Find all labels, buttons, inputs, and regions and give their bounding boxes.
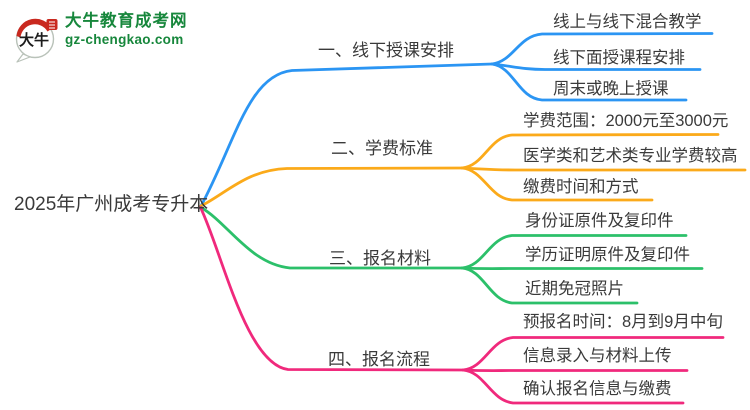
subtopic-offline-course-schedule: 线下面授课程安排	[553, 49, 685, 67]
site-url: gz-chengkao.com	[65, 32, 184, 48]
subtopic-recent-photo: 近期免冠照片	[525, 280, 624, 298]
subtopic-diploma-copy: 学历证明原件及复印件	[525, 246, 690, 264]
branch-lines-process	[199, 206, 725, 405]
logo-bubble-text: 大牛	[19, 31, 49, 49]
branch-lines-offline-teaching	[199, 32, 714, 208]
daniu-bubble-logo-icon: 大牛	[15, 18, 58, 63]
subtopic-medical-art-higher-fee: 医学类和艺术类专业学费较高	[523, 147, 738, 165]
subtopic-weekend-evening-classes: 周末或晚上授课	[553, 80, 669, 98]
branch-label-process: 四、报名流程	[328, 350, 430, 369]
subtopic-confirm-and-pay: 确认报名信息与缴费	[523, 380, 672, 398]
subtopic-mixed-teaching: 线上与线下混合教学	[553, 13, 702, 31]
branch-label-materials: 三、报名材料	[329, 249, 431, 268]
site-logo: 大牛 大牛教育成考网 gz-chengkao.com	[8, 9, 188, 63]
subtopic-payment-time-method: 缴费时间和方式	[523, 178, 639, 196]
site-name: 大牛教育成考网	[65, 12, 188, 30]
subtopic-info-entry-upload: 信息录入与材料上传	[523, 347, 672, 365]
root-topic: 2025年广州成考专升本	[14, 194, 209, 215]
branch-label-tuition: 二、学费标准	[331, 139, 433, 158]
subtopic-tuition-range: 学费范围：2000元至3000元	[523, 112, 729, 130]
logo-text-block: 大牛教育成考网 gz-chengkao.com	[65, 9, 188, 47]
subtopic-id-card-copy: 身份证原件及复印件	[525, 212, 674, 230]
subtopic-preregistration-time: 预报名时间：8月到9月中旬	[523, 313, 723, 331]
branch-lines-materials	[199, 206, 704, 305]
branch-label-offline-teaching: 一、线下授课安排	[318, 41, 454, 60]
branch-lines-tuition	[199, 133, 747, 208]
